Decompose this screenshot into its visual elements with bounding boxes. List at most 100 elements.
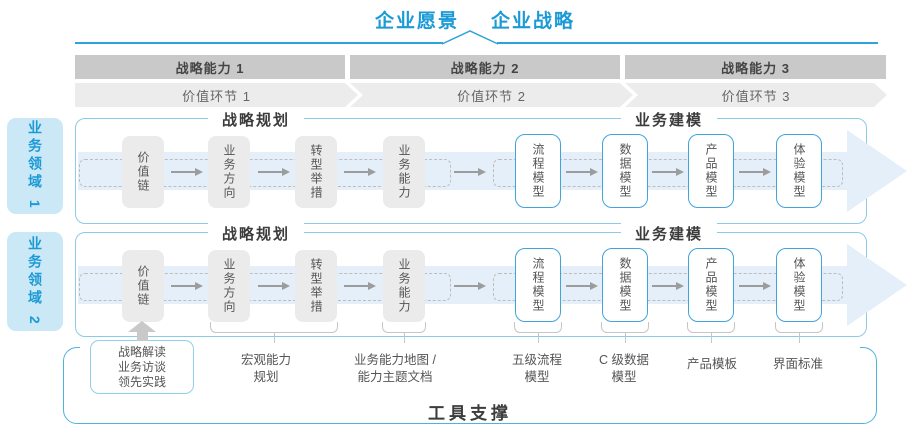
right-arrow-icon	[652, 282, 684, 290]
right-arrow-icon	[344, 168, 376, 176]
box-data-model: 数据模型	[602, 134, 648, 208]
box-business-capability: 业务能力	[383, 136, 425, 208]
value-link-2-label: 价值环节 2	[457, 88, 526, 104]
right-arrow-icon	[171, 282, 203, 290]
right-arrow-icon	[258, 168, 290, 176]
box-transformation-initiatives: 转型举措	[295, 136, 337, 208]
value-link-3-label: 价值环节 3	[721, 88, 791, 104]
flow-arrow-head-icon	[847, 244, 907, 326]
modeling-title: 业务建模	[620, 109, 718, 130]
box-business-capability-label: 业务能力	[397, 258, 411, 314]
box-process-model-label: 流程模型	[531, 257, 545, 313]
right-arrow-icon	[454, 168, 486, 176]
annotation-line: 能力主题文档	[357, 370, 433, 384]
box-data-model-label: 数据模型	[618, 257, 632, 313]
planning-phase-outline	[79, 159, 451, 187]
planning-title: 战略规划	[207, 109, 305, 130]
box-process-model: 流程模型	[515, 248, 561, 322]
vision-title: 企业愿景	[374, 11, 459, 32]
box-product-model: 产品模型	[688, 248, 734, 322]
box-process-model: 流程模型	[515, 134, 561, 208]
strategy-title: 企业战略	[491, 11, 576, 32]
bracket-macro-capability	[210, 322, 338, 343]
annotation-process-model: 五级流程 模型	[477, 352, 597, 386]
inputs-line-3: 领先实践	[117, 374, 166, 389]
annotation-line: 产品模板	[686, 357, 737, 371]
domain-panel-2: 战略规划 业务建模 价值链 业务方向 转型举措 业务能力 流程模型 数据模型 产…	[75, 223, 907, 337]
capability-bar-3-label: 战略能力 3	[721, 60, 790, 76]
right-arrow-icon	[739, 168, 771, 176]
box-product-model: 产品模型	[688, 134, 734, 208]
annotation-ui-standard: 界面标准	[738, 356, 858, 373]
annotation-macro-capability: 宏观能力 规划	[206, 352, 326, 386]
header-divider-left	[75, 42, 443, 44]
modeling-phase-outline	[493, 273, 843, 301]
flow-arrow-head-icon	[847, 130, 907, 212]
box-value-chain: 价值链	[122, 250, 164, 322]
value-link-chevron-3: 价值环节 3	[625, 83, 887, 107]
box-transformation-initiatives-label: 转型举措	[309, 258, 323, 314]
box-experience-model-label: 体验模型	[792, 143, 806, 199]
capability-bar-2: 战略能力 2	[350, 55, 620, 79]
annotation-line: 模型	[611, 370, 637, 384]
domain-panel-1: 战略规划 业务建模 价值链 业务方向 转型举措 业务能力 流程模型 数据模型 产…	[75, 109, 907, 224]
up-arrow-icon	[128, 321, 156, 341]
annotation-line: C 级数据	[598, 353, 649, 367]
value-link-chevron-1: 价值环节 1	[75, 83, 358, 107]
header-divider-right	[497, 42, 878, 44]
bracket-data-model	[601, 322, 649, 343]
capability-bar-1: 战略能力 1	[75, 55, 345, 79]
planning-phase-outline	[79, 273, 451, 301]
annotation-data-model: C 级数据 模型	[564, 352, 684, 386]
annotation-capability-map: 业务能力地图 / 能力主题文档	[315, 352, 475, 386]
annotation-line: 五级流程	[511, 353, 562, 367]
capability-bar-1-label: 战略能力 1	[175, 60, 245, 76]
box-transformation-initiatives-label: 转型举措	[309, 144, 323, 200]
capability-bar-3: 战略能力 3	[625, 55, 886, 79]
modeling-title: 业务建模	[620, 223, 718, 244]
strategy-inputs-box: 战略解读 业务访谈 领先实践	[90, 340, 194, 394]
box-experience-model: 体验模型	[776, 134, 822, 208]
annotation-line: 模型	[524, 370, 550, 384]
box-business-direction: 业务方向	[208, 136, 250, 208]
tool-support-label: 工具支撑	[428, 404, 512, 423]
bracket-ui-standard	[775, 322, 823, 343]
box-experience-model: 体验模型	[776, 248, 822, 322]
annotation-line: 业务能力地图 /	[354, 353, 436, 367]
header-title: 企业愿景 企业战略	[20, 6, 910, 33]
inputs-line-1: 战略解读	[117, 344, 166, 359]
box-value-chain-label: 价值链	[136, 265, 150, 307]
bracket-capability-map	[382, 322, 426, 343]
right-arrow-icon	[566, 168, 598, 176]
box-business-capability-label: 业务能力	[397, 144, 411, 200]
box-process-model-label: 流程模型	[531, 143, 545, 199]
value-link-1-label: 价值环节 1	[182, 88, 251, 104]
right-arrow-icon	[344, 282, 376, 290]
box-transformation-initiatives: 转型举措	[295, 250, 337, 322]
domain-tab-1: 业务领域 1	[7, 118, 63, 214]
caret-up-icon	[441, 30, 499, 45]
box-value-chain-label: 价值链	[136, 151, 150, 193]
bracket-process-model	[514, 322, 562, 343]
domain-tab-2-label: 业务领域 2	[27, 235, 43, 328]
annotation-product-template: 产品模板	[652, 356, 772, 373]
annotation-background	[80, 338, 860, 396]
box-business-direction-label: 业务方向	[222, 144, 236, 200]
annotation-line: 宏观能力	[240, 353, 291, 367]
annotation-line: 规划	[253, 370, 279, 384]
right-arrow-icon	[739, 282, 771, 290]
right-arrow-icon	[454, 282, 486, 290]
box-data-model-label: 数据模型	[618, 143, 632, 199]
right-arrow-icon	[566, 282, 598, 290]
modeling-phase-outline	[493, 159, 843, 187]
annotation-line: 界面标准	[772, 357, 823, 371]
box-product-model-label: 产品模型	[704, 143, 718, 199]
right-arrow-icon	[258, 282, 290, 290]
domain-tab-2: 业务领域 2	[7, 232, 63, 331]
box-product-model-label: 产品模型	[704, 257, 718, 313]
inputs-line-2: 业务访谈	[117, 359, 166, 374]
bracket-product-template	[687, 322, 735, 343]
box-value-chain: 价值链	[122, 136, 164, 208]
box-business-capability: 业务能力	[383, 250, 425, 322]
